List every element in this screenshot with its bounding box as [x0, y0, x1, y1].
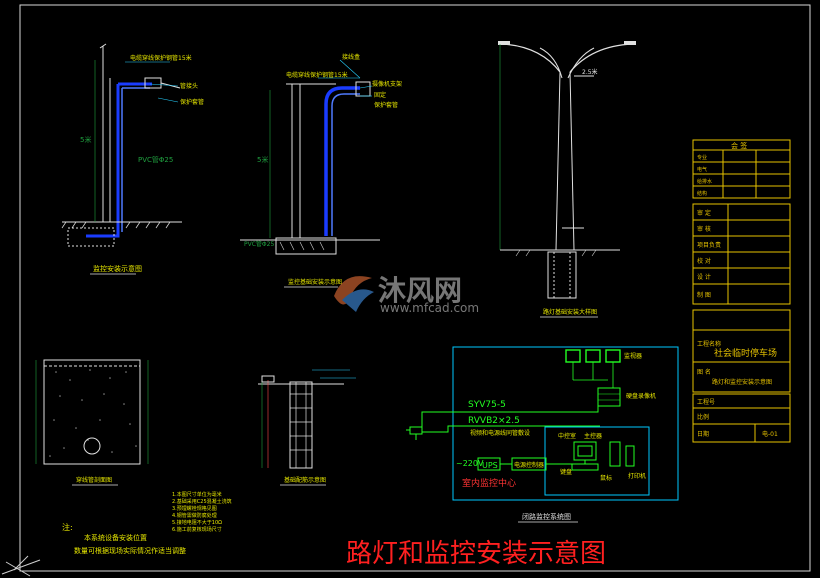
tb-s4-row2: 比例 [697, 413, 709, 421]
title-block [692, 139, 791, 443]
d5-caption: 基础配筋示意图 [284, 476, 326, 484]
monitor-icons [565, 349, 621, 363]
corner-marker [1, 555, 41, 577]
tb-s4-row1: 工程号 [697, 398, 715, 406]
tb-s2-row5: 设 计 [697, 273, 711, 281]
label-cable-note: 视频和电源线同管敷设 [470, 429, 530, 437]
tb-s2-row6: 制 图 [697, 291, 711, 299]
notes-line1: 本系统设备安装位置 [84, 533, 147, 542]
d1-label-left: 5米 [80, 135, 91, 144]
drawing-rebar-detail: 基础配筋示意图 [258, 369, 356, 486]
drawing-camera-pole: 电缆穿线保护钢管15米 管接头 保护套管 5米 PVC管Φ25 监控安装示意图 [61, 43, 204, 275]
d2-label-right3: 保护套管 [374, 101, 398, 109]
tb-drawing-name: 路灯和监控安装示意图 [712, 378, 772, 386]
d4-caption: 穿线管剖面图 [76, 476, 112, 484]
watermark-logo-icon [334, 276, 374, 312]
d1-label-right2: 保护套管 [180, 98, 204, 106]
tb-s3-row1: 工程名称 [697, 340, 721, 348]
label-keyboard: 键盘 [560, 468, 572, 476]
title-block-text: 会 签 专业 电气 给排水 结构 审 定 审 核 项目负责 校 对 设 计 制 … [697, 141, 778, 438]
tb-s2-row3: 项目负责 [697, 241, 721, 249]
label-center: 室内监控中心 [462, 477, 516, 489]
label-cable2: RVVB2×2.5 [468, 416, 520, 426]
note-line-3: 3.预埋螺栓规格见图 [172, 505, 217, 512]
notes-label: 注: [62, 522, 73, 532]
tb-s1-row3: 给排水 [697, 178, 712, 185]
d2-label-top: 电缆穿线保护钢管15米 [286, 71, 348, 79]
tb-sheet-no: 电-01 [762, 430, 778, 438]
watermark-brand: 沐风网 [378, 274, 462, 307]
note-line-6: 6.施工前复核现场尺寸 [172, 526, 222, 533]
tb-s1-row1: 专业 [697, 154, 707, 161]
label-distrib: 电源控制器 [514, 461, 544, 469]
d1-caption: 监控安装示意图 [93, 264, 142, 273]
note-line-1: 1.本图尺寸单位为毫米 [172, 491, 222, 498]
notes-block: 1.本图尺寸单位为毫米 2.基础采用C25混凝土浇筑 3.预埋螺栓规格见图 4.… [62, 491, 232, 555]
note-line-2: 2.基础采用C25混凝土浇筑 [172, 498, 232, 505]
d1-label-mid: PVC管Φ25 [138, 155, 173, 164]
d2-label-top-right: 接线盒 [342, 53, 360, 61]
watermark-url: www.mfcad.com [380, 301, 479, 315]
d3-label-dim: 2.5米 [582, 68, 598, 76]
d2-label-right2: 固定 [374, 91, 386, 99]
main-title: 路灯和监控安装示意图 [346, 539, 606, 569]
drawing-trench-section: 穿线管剖面图 [35, 359, 149, 486]
cctv-system-diagram: 监视器 硬盘录像机 SYV75-5 RVVB2×2.5 视频和电源线同管敷设 中… [406, 346, 679, 523]
tb-s2-row2: 审 核 [697, 225, 711, 233]
label-center-room: 中控室 [558, 432, 576, 440]
tb-section1-title: 会 签 [731, 141, 747, 150]
d2-caption: 监控基础安装示意图 [288, 278, 342, 286]
d1-label-top: 电缆穿线保护钢管15米 [130, 54, 192, 62]
label-monitors: 监视器 [624, 352, 642, 360]
label-mouse: 鼠标 [600, 474, 612, 482]
label-computer: 主控器 [584, 432, 602, 440]
label-hdd: 硬盘录像机 [626, 392, 656, 400]
tb-s1-row4: 结构 [697, 190, 707, 197]
d1-label-right1: 管接头 [180, 82, 198, 90]
watermark: 沐风网 www.mfcad.com [334, 274, 479, 315]
tb-project: 社会临时停车场 [714, 347, 777, 359]
label-ups: UPS [482, 461, 498, 470]
d3-caption: 路灯基础安装大样图 [543, 308, 597, 316]
label-printer: 打印机 [628, 472, 646, 480]
drawing-street-lamp: 2.5米 路灯基础安装大样图 [498, 41, 636, 318]
tb-s4-row3: 日期 [697, 430, 709, 438]
system-caption: 闭路监控系统图 [522, 512, 571, 521]
computer-icon [571, 441, 635, 471]
note-line-4: 4.钢管需做防腐处理 [172, 512, 217, 519]
d2-label-left: 5米 [257, 155, 268, 164]
drawing-camera-foundation: 接线盒 电缆穿线保护钢管15米 摄像机支架 固定 保护套管 5米 PVC管Φ25… [240, 53, 402, 288]
d2-label-pvc: PVC管Φ25 [244, 240, 274, 248]
outer-frame [19, 4, 811, 572]
d2-label-right1: 摄像机支架 [372, 80, 402, 88]
tb-s2-row1: 审 定 [697, 209, 711, 217]
tb-s3-row2: 图 名 [697, 368, 711, 376]
label-power: ~220V [456, 459, 484, 468]
camera-icon [406, 426, 423, 440]
note-line-5: 5.接地电阻不大于10Ω [172, 519, 222, 526]
notes-line2: 数量可根据现场实际情况作适当调整 [74, 546, 186, 555]
label-cable1: SYV75-5 [468, 400, 506, 410]
tb-s2-row4: 校 对 [697, 257, 711, 265]
tb-s1-row2: 电气 [697, 166, 707, 173]
